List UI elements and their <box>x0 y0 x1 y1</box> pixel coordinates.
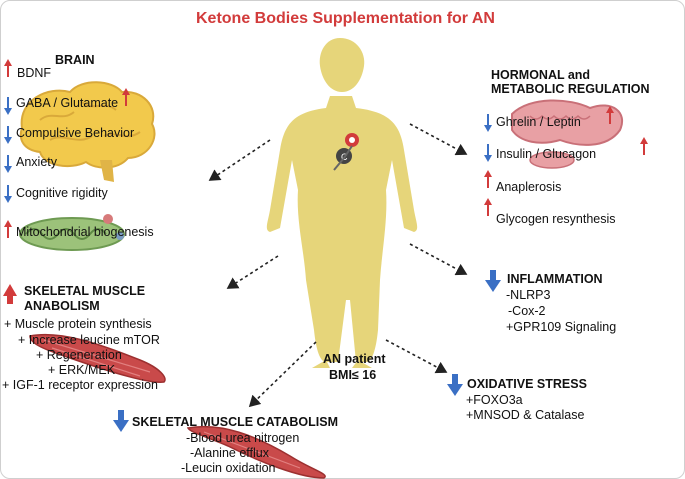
anabolism-heading: SKELETAL MUSCLE <box>24 284 146 298</box>
muscle-fiber-anabolism <box>29 333 166 383</box>
hormonal-heading: METABOLIC REGULATION <box>491 82 650 96</box>
arrow-to-oxidative <box>385 339 448 374</box>
oxidative-item: +FOXO3a <box>466 393 523 407</box>
arrow-to-brain <box>208 139 271 181</box>
anabolism-item: + Increase leucine mTOR <box>18 333 160 347</box>
brain-item: BDNF <box>17 66 52 80</box>
hormonal-item: Ghrelin / Leptin <box>496 115 581 129</box>
oxidative-item: +MNSOD & Catalase <box>466 408 585 422</box>
patient-label: AN patient <box>323 352 386 366</box>
oxidative-heading: OXIDATIVE STRESS <box>467 377 587 391</box>
up-arrow-icon <box>7 296 13 304</box>
inflammation-item: +GPR109 Signaling <box>506 320 617 334</box>
anabolism-item: + IGF-1 receptor expression <box>2 378 158 392</box>
down-arrowheads <box>4 108 492 203</box>
figure-title: Ketone Bodies Supplementation for AN <box>196 10 495 27</box>
inflammation-heading: INFLAMMATION <box>507 272 603 286</box>
muscle-fiber-catabolism <box>186 425 326 479</box>
down-arrow-icon <box>490 270 496 280</box>
hormonal-item: Insulin / Glucagon <box>496 147 597 161</box>
up-arrowheads <box>3 59 648 296</box>
brain-item: Mitochondrial biogenesis <box>16 225 154 239</box>
brain-item: Cognitive rigidity <box>16 186 108 200</box>
bmi-label: BMI≤ 16 <box>329 368 377 382</box>
brain-item: Anxiety <box>16 155 57 169</box>
pancreas-illustration <box>511 99 623 169</box>
mitochondria-illustration <box>19 214 125 251</box>
catabolism-item: -Alanine efflux <box>190 446 269 460</box>
anabolism-item: + ERK/MEK <box>48 363 116 377</box>
inflammation-item: -NLRP3 <box>506 288 551 302</box>
brain-heading: BRAIN <box>55 53 95 67</box>
arrow-to-catabolism <box>248 341 317 408</box>
anabolism-item: + Regeneration <box>36 348 122 362</box>
catabolism-item: -Blood urea nitrogen <box>186 431 300 445</box>
arrow-to-anabolism <box>226 255 279 289</box>
brain-illustration <box>19 81 156 182</box>
anabolism-heading: ANABOLISM <box>24 299 100 313</box>
hormonal-item: Glycogen resynthesis <box>496 212 616 226</box>
inflammation-item: -Cox-2 <box>508 304 546 318</box>
hormonal-heading: HORMONAL and <box>491 68 591 82</box>
indicator-arrows <box>7 64 645 238</box>
down-arrow-icon <box>118 410 124 420</box>
catabolism-item: -Leucin oxidation <box>181 461 276 475</box>
human-body-illustration: C <box>266 38 418 368</box>
arrow-to-inflammation <box>409 243 468 276</box>
down-arrow-icon <box>452 374 458 384</box>
hormonal-item: Anaplerosis <box>496 180 562 194</box>
section-arrows <box>7 270 501 432</box>
arrow-to-hormonal <box>409 123 468 156</box>
catabolism-heading: SKELETAL MUSCLE CATABOLISM <box>132 415 339 429</box>
brain-item: GABA / Glutamate <box>16 96 119 110</box>
brain-item: Compulsive Behavior <box>16 126 135 140</box>
connector-arrows <box>208 123 468 408</box>
anabolism-item: + Muscle protein synthesis <box>4 317 152 331</box>
